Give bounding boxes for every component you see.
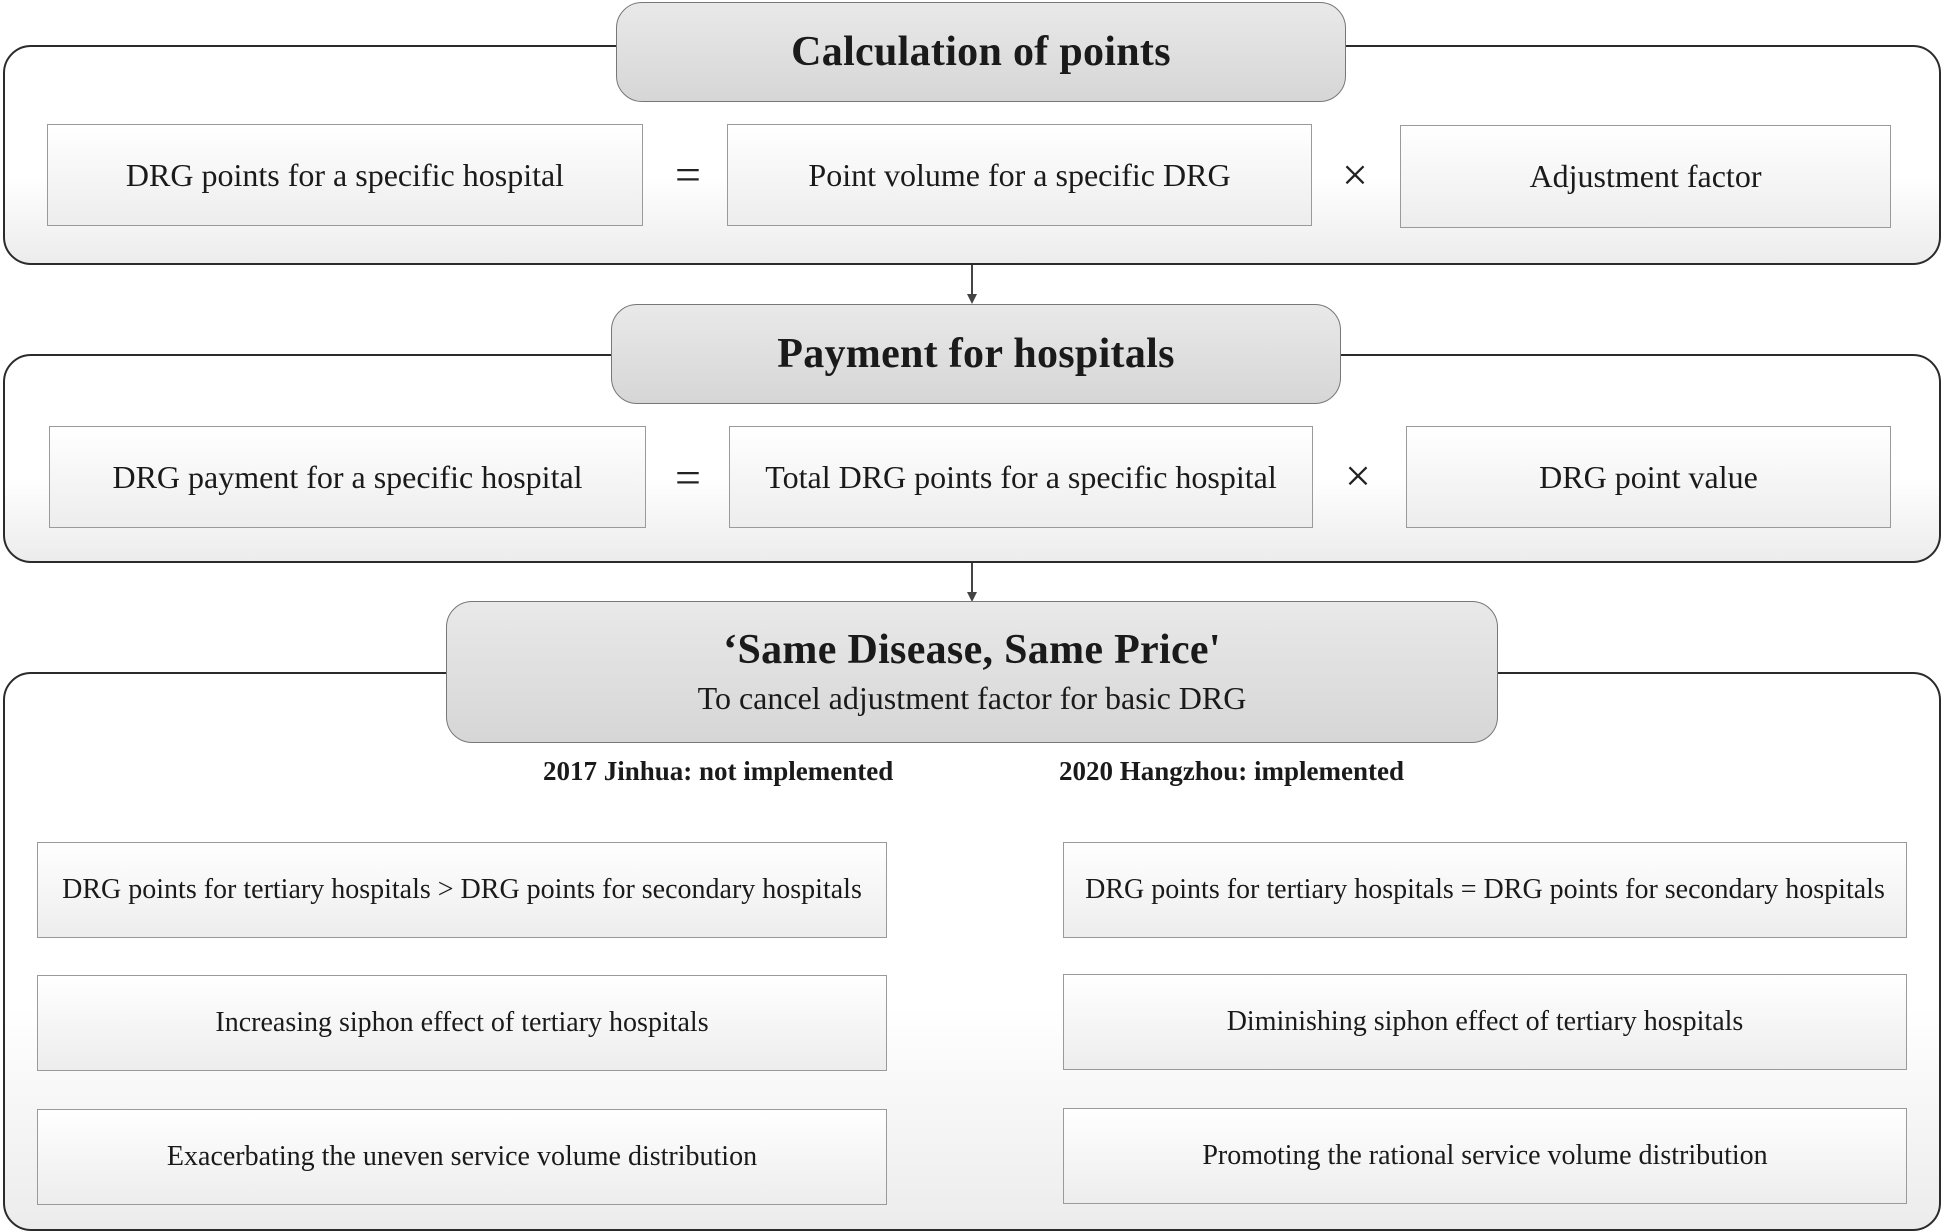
left-step-3: Exacerbating the uneven service volume d…	[37, 1109, 887, 1205]
section-same-price-subtitle: To cancel adjustment factor for basic DR…	[697, 679, 1247, 716]
section-calculation-title: Calculation of points	[791, 28, 1171, 75]
equals-sign: =	[675, 149, 701, 200]
drg-points-hospital-box: DRG points for a specific hospital	[47, 124, 643, 226]
left-step-2: Increasing siphon effect of tertiary hos…	[37, 975, 887, 1071]
section-payment-header: Payment for hospitals	[611, 304, 1341, 404]
adjustment-factor-box: Adjustment factor	[1400, 125, 1891, 228]
equals-sign: =	[675, 452, 701, 503]
right-step-2: Diminishing siphon effect of tertiary ho…	[1063, 974, 1907, 1070]
section-payment-title: Payment for hospitals	[777, 330, 1175, 377]
section-calculation-header: Calculation of points	[616, 2, 1346, 102]
branch-label-hangzhou: 2020 Hangzhou: implemented	[1059, 756, 1405, 786]
branch-label-jinhua: 2017 Jinhua: not implemented	[543, 756, 894, 786]
multiply-sign: ×	[1342, 149, 1368, 200]
right-step-3: Promoting the rational service volume di…	[1063, 1108, 1907, 1204]
left-step-1: DRG points for tertiary hospitals > DRG …	[37, 842, 887, 938]
section-same-price-title: ‘Same Disease, Same Price'	[723, 627, 1221, 674]
total-drg-points-box: Total DRG points for a specific hospital	[729, 426, 1313, 528]
drg-point-value-box: DRG point value	[1406, 426, 1891, 528]
point-volume-drg-box: Point volume for a specific DRG	[727, 124, 1312, 226]
section-same-price-header: ‘Same Disease, Same Price' To cancel adj…	[446, 601, 1498, 743]
multiply-sign: ×	[1345, 450, 1371, 501]
right-step-1: DRG points for tertiary hospitals = DRG …	[1063, 842, 1907, 938]
drg-payment-hospital-box: DRG payment for a specific hospital	[49, 426, 646, 528]
